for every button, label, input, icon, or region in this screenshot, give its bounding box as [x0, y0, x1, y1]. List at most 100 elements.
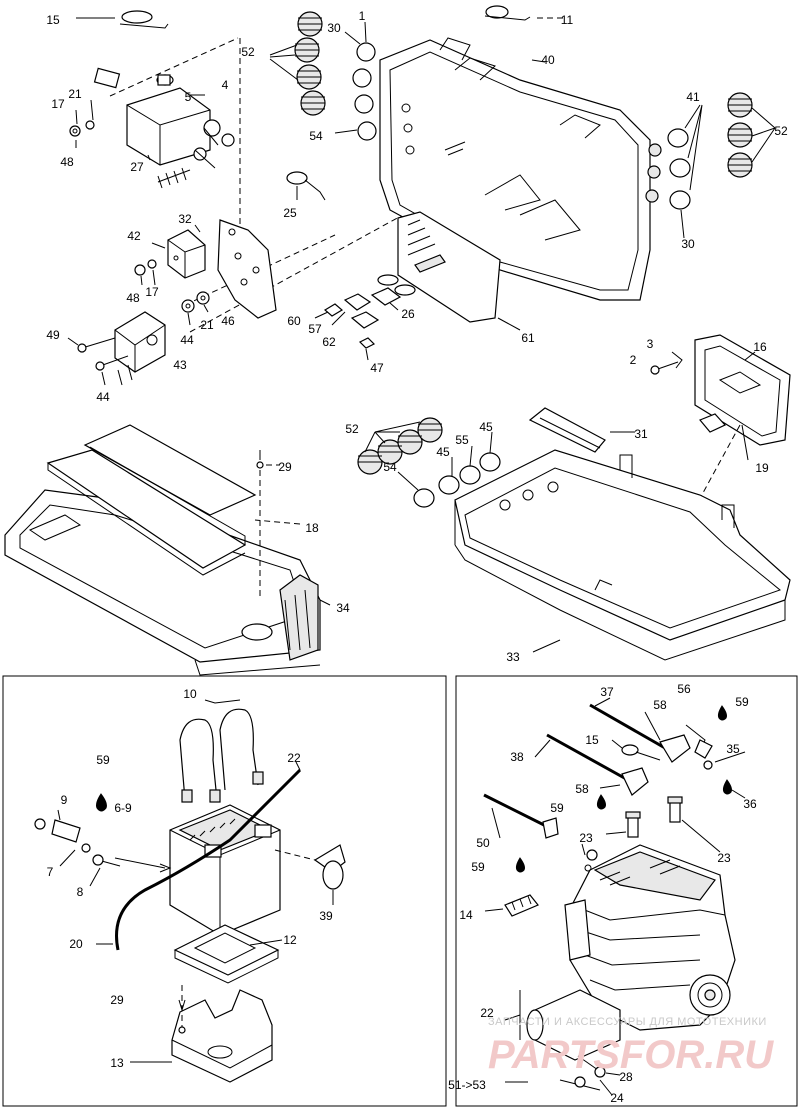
- callout-c13: 13: [110, 1056, 124, 1070]
- cable-tie-15-engine: [611, 739, 661, 761]
- engine-block: [564, 844, 736, 1031]
- callout-c44a: 44: [180, 333, 194, 347]
- callout-c44b: 44: [96, 390, 110, 404]
- callout-c52c: 52: [345, 422, 359, 436]
- callout-c12: 12: [283, 933, 297, 947]
- spark-plugs-23: [605, 796, 721, 853]
- callout-c1: 1: [359, 9, 366, 23]
- callout-c39: 39: [319, 909, 333, 923]
- callout-c59b: 59: [735, 695, 749, 709]
- callout-c20: 20: [69, 937, 83, 951]
- callout-c8: 8: [77, 885, 84, 899]
- callout-c52b: 52: [774, 124, 788, 138]
- callout-c58b: 58: [575, 782, 589, 796]
- callout-c57: 57: [308, 322, 322, 336]
- callout-c30a: 30: [327, 21, 341, 35]
- callout-c59d: 59: [471, 860, 485, 874]
- strap-31: [528, 407, 635, 453]
- callout-c29a: 29: [278, 460, 292, 474]
- callout-c62: 62: [322, 335, 336, 349]
- battery-pad-12: [173, 924, 283, 984]
- terminal-hardware-7-8-9: [34, 809, 172, 887]
- callout-c25: 25: [283, 206, 297, 220]
- callout-c69: 6-9: [114, 801, 132, 815]
- callout-c31: 31: [634, 427, 648, 441]
- washers-44-21: [181, 291, 210, 326]
- starter-motor: [504, 989, 621, 1096]
- callout-c61: 61: [521, 331, 535, 345]
- grommet-set-52-right: [645, 92, 776, 239]
- callout-c28: 28: [619, 1070, 633, 1084]
- callout-c15b: 15: [585, 733, 599, 747]
- callout-c59c: 59: [550, 801, 564, 815]
- callout-c27: 27: [130, 160, 144, 174]
- grommet-set-52-lower: [357, 417, 501, 508]
- grommet-set-52-top: [269, 11, 326, 116]
- callout-c17a: 17: [51, 97, 65, 111]
- callout-c30b: 30: [681, 237, 695, 251]
- callout-c10: 10: [183, 687, 197, 701]
- callout-c54a: 54: [309, 129, 323, 143]
- battery-inset-frame: [2, 675, 447, 1107]
- callout-c48a: 48: [60, 155, 74, 169]
- partsfor-watermark: ЗАПЧАСТИ И АКСЕССУАРЫ ДЛЯ МОТОТЕХНИКИ PA…: [488, 1016, 774, 1077]
- callout-c36: 36: [743, 797, 757, 811]
- solenoid-assembly-27: [69, 67, 235, 189]
- callout-c45b: 45: [436, 445, 450, 459]
- callout-c7: 7: [47, 865, 54, 879]
- cable-tie-11: [484, 5, 563, 21]
- callout-c18: 18: [305, 521, 319, 535]
- callout-c14: 14: [459, 908, 473, 922]
- callout-c40: 40: [541, 53, 555, 67]
- callout-c49: 49: [46, 328, 60, 342]
- callout-c52a: 52: [241, 45, 255, 59]
- callout-c5: 5: [185, 90, 192, 104]
- callout-c22a: 22: [287, 751, 301, 765]
- guide-line-3: [189, 199, 431, 333]
- callout-c43: 43: [173, 358, 187, 372]
- guide-line-2: [109, 37, 239, 97]
- callout-c17b: 17: [145, 285, 159, 299]
- callout-c54b: 54: [383, 460, 397, 474]
- engine-inset-frame: [455, 675, 798, 1107]
- callout-c33: 33: [506, 650, 520, 664]
- callout-c38: 38: [510, 750, 524, 764]
- callout-c47: 47: [370, 361, 384, 375]
- callout-c55: 55: [455, 433, 469, 447]
- callout-c11: 11: [561, 13, 574, 27]
- mounting-plate-34: [4, 489, 331, 676]
- module-32-and-bracket-46: [134, 219, 277, 319]
- callout-c42: 42: [127, 229, 141, 243]
- callout-c56: 56: [677, 682, 691, 696]
- battery-straps-10: [179, 699, 264, 803]
- callout-c15a: 15: [46, 13, 60, 27]
- callout-c2: 2: [630, 353, 637, 367]
- callout-c16: 16: [753, 340, 767, 354]
- plug-set-30-1: [334, 21, 377, 141]
- foam-pads-18: [46, 424, 301, 576]
- callout-c19: 19: [755, 461, 769, 475]
- callout-c24: 24: [610, 1091, 624, 1105]
- callout-c48b: 48: [126, 291, 140, 305]
- callout-c37: 37: [600, 685, 614, 699]
- callout-c3: 3: [647, 337, 654, 351]
- callout-c59a: 59: [96, 753, 110, 767]
- callout-c32: 32: [178, 212, 192, 226]
- watermark-tagline: ЗАПЧАСТИ И АКСЕССУАРЫ ДЛЯ МОТОТЕХНИКИ: [488, 1016, 767, 1028]
- callout-c50: 50: [476, 836, 490, 850]
- callout-c29b: 29: [110, 993, 124, 1007]
- oil-drops-59-engine: [515, 705, 746, 873]
- cable-tie-25: [286, 171, 326, 201]
- fuse-holders-26-57-62: [314, 287, 402, 361]
- callout-c58a: 58: [653, 698, 667, 712]
- callout-c35: 35: [726, 742, 740, 756]
- callout-c23a: 23: [579, 831, 593, 845]
- fuse-block-61: [377, 211, 521, 331]
- callout-c22b: 22: [480, 1006, 494, 1020]
- oil-drop-59-battery: [96, 793, 107, 812]
- callout-c5153: 51->53: [448, 1078, 486, 1092]
- connector-14: [484, 894, 539, 917]
